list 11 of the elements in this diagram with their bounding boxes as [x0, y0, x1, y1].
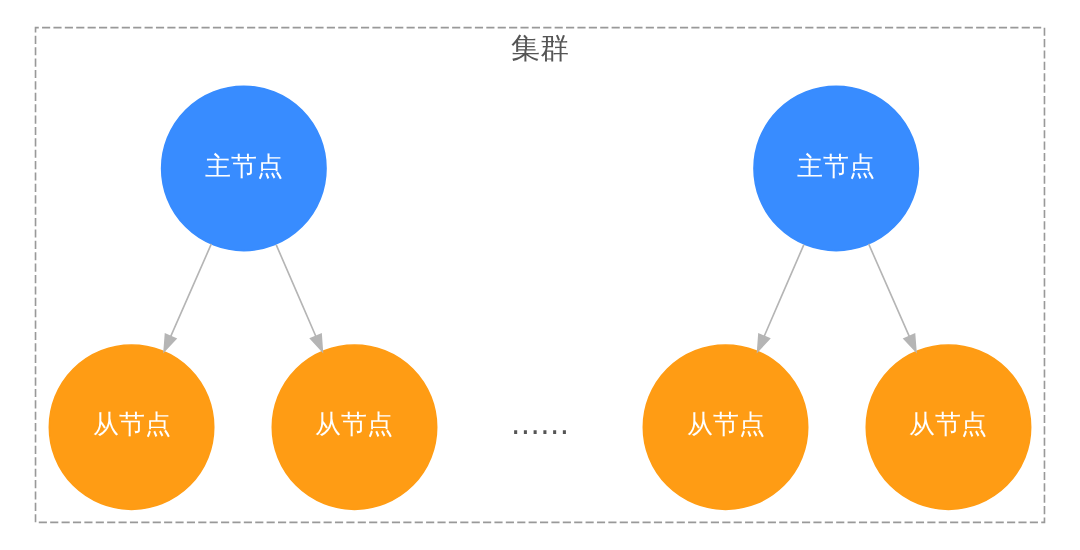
arrow — [163, 243, 213, 354]
node-circle: 从节点 — [642, 344, 809, 511]
node-circle: 从节点 — [271, 344, 438, 511]
arrow — [756, 243, 805, 354]
node-circle: 主节点 — [160, 85, 327, 252]
node-circle: 主节点 — [753, 85, 920, 252]
label: …… — [510, 407, 570, 442]
arrow — [867, 243, 917, 354]
node-circle: 从节点 — [865, 344, 1032, 511]
node-circle: 从节点 — [48, 344, 215, 511]
arrow — [275, 243, 324, 354]
